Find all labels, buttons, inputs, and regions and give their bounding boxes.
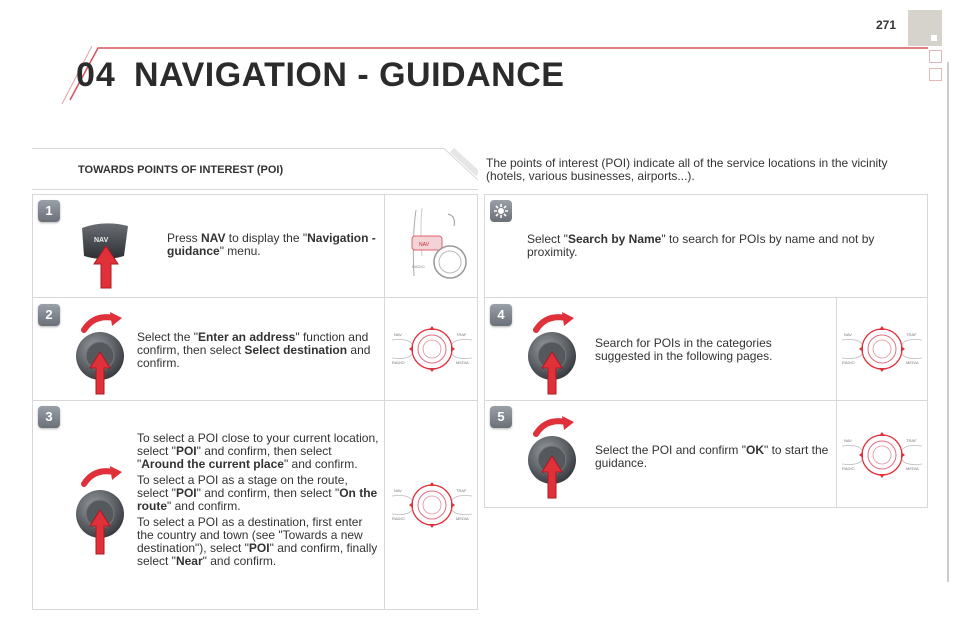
- svg-text:MEDIA: MEDIA: [906, 360, 919, 365]
- step-divider: [484, 400, 928, 401]
- chapter-header-band: [52, 46, 928, 104]
- step-4-text: Search for POIs in the categories sugges…: [595, 336, 773, 363]
- step-2-text: Select the "Enter an address" function a…: [137, 330, 371, 370]
- svg-text:NAV: NAV: [394, 332, 402, 337]
- step-5-text: Select the POI and confirm "OK" to start…: [595, 443, 829, 470]
- step-3-text: To select a POI close to your current lo…: [137, 432, 379, 571]
- svg-text:MEDIA: MEDIA: [456, 516, 469, 521]
- svg-text:MEDIA: MEDIA: [456, 360, 469, 365]
- section-banner: [32, 147, 481, 190]
- search-by-name-text: Select "Search by Name" to search for PO…: [527, 232, 875, 259]
- svg-text:TRAF: TRAF: [456, 488, 467, 493]
- svg-text:RADIO: RADIO: [392, 516, 405, 521]
- svg-text:NAV: NAV: [844, 332, 852, 337]
- step-3-paragraph-2: To select a POI as a stage on the route,…: [137, 473, 378, 513]
- step-badge-3: 3: [38, 406, 60, 428]
- right-rule: [947, 62, 949, 582]
- rotary-knob-illustration: [76, 466, 124, 555]
- svg-text:NAV: NAV: [419, 242, 430, 248]
- control-wheel-thumbnail: NAV TRAF RADIO MEDIA: [841, 326, 923, 372]
- chapter-number: 04: [76, 56, 116, 94]
- step-badge-5: 5: [490, 406, 512, 428]
- control-wheel-thumbnail: NAV TRAF RADIO MEDIA: [391, 482, 473, 528]
- thumbnail-column-divider: [836, 297, 837, 508]
- settings-badge: [490, 200, 512, 222]
- side-marker-box: [929, 68, 942, 81]
- step-badge-2: 2: [38, 304, 60, 326]
- svg-text:TRAF: TRAF: [906, 438, 917, 443]
- gear-icon: [494, 204, 508, 218]
- svg-text:RADIO: RADIO: [842, 466, 855, 471]
- svg-text:RADIO: RADIO: [842, 360, 855, 365]
- svg-text:TRAF: TRAF: [456, 332, 467, 337]
- step-divider: [32, 400, 478, 401]
- nav-key-label: NAV: [94, 237, 109, 244]
- control-wheel-thumbnail: NAV TRAF RADIO MEDIA: [841, 432, 923, 478]
- section-title: TOWARDS POINTS OF INTEREST (POI): [78, 164, 284, 176]
- step-divider: [32, 297, 478, 298]
- section-intro: The points of interest (POI) indicate al…: [486, 156, 888, 183]
- thumbnail-column-divider: [384, 194, 385, 610]
- nav-button-press-illustration: NAV: [82, 223, 128, 289]
- rotary-knob-illustration: [528, 312, 576, 395]
- step-divider: [484, 297, 928, 298]
- svg-text:NAV: NAV: [394, 488, 402, 493]
- side-marker-box: [929, 50, 942, 63]
- nav-console-thumbnail: NAV RADIO: [411, 207, 467, 279]
- header-decoration: [61, 46, 928, 104]
- svg-text:TRAF: TRAF: [906, 332, 917, 337]
- svg-text:RADIO: RADIO: [392, 360, 405, 365]
- rotary-knob-illustration: [76, 312, 124, 395]
- step-3-paragraph-3: To select a POI as a destination, first …: [137, 515, 378, 568]
- step-badge-1: 1: [38, 200, 60, 222]
- step-3-paragraph-1: To select a POI close to your current lo…: [137, 431, 379, 471]
- step-badge-4: 4: [490, 304, 512, 326]
- svg-text:MEDIA: MEDIA: [906, 466, 919, 471]
- rotary-knob-illustration: [528, 416, 576, 499]
- page-number: 271: [876, 18, 897, 32]
- control-wheel-thumbnail: NAV TRAF RADIO MEDIA: [391, 326, 473, 372]
- step-1-text: Press NAV to display the "Navigation - g…: [167, 231, 376, 258]
- svg-text:NAV: NAV: [844, 438, 852, 443]
- corner-tab: [908, 10, 942, 46]
- chapter-title: NAVIGATION - GUIDANCE: [134, 56, 565, 94]
- svg-text:RADIO: RADIO: [412, 264, 425, 269]
